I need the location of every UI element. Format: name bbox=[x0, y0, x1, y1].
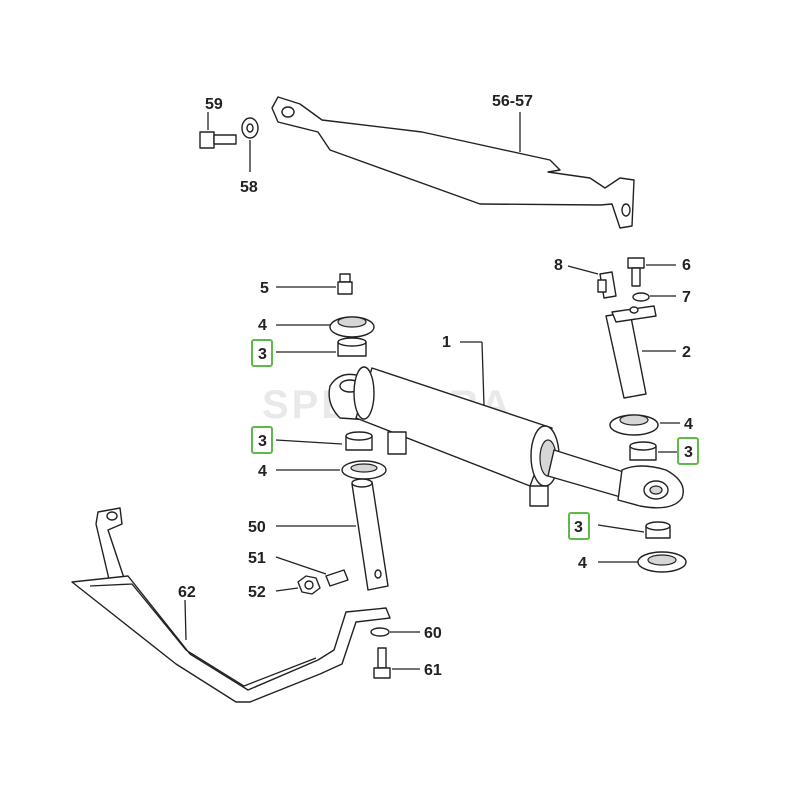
callout-4-left-lower: 4 bbox=[258, 463, 267, 480]
bushing-4-right-upper-drawing bbox=[609, 414, 659, 436]
pin-50-drawing bbox=[351, 478, 389, 591]
callout-3-right-lower: 3 bbox=[574, 519, 583, 536]
callout-5: 5 bbox=[260, 280, 269, 297]
callout-58: 58 bbox=[240, 179, 258, 196]
callout-1: 1 bbox=[442, 334, 451, 351]
bolt-61-drawing bbox=[373, 647, 391, 679]
bushing-4-top-left-drawing bbox=[329, 316, 375, 338]
nipple-51-drawing bbox=[325, 569, 349, 587]
washer-7-drawing bbox=[632, 292, 650, 302]
highlight-3-left-lower bbox=[251, 426, 273, 454]
bracket-56-57-drawing bbox=[271, 96, 635, 229]
washer-58-drawing bbox=[241, 117, 259, 139]
callout-50: 50 bbox=[248, 519, 266, 536]
callout-6: 6 bbox=[682, 257, 691, 274]
callout-8: 8 bbox=[554, 257, 563, 274]
sleeve-3-top-left-drawing bbox=[337, 337, 367, 357]
sleeve-3-left-lower-drawing bbox=[345, 431, 373, 451]
nut-52-drawing bbox=[297, 575, 321, 595]
callout-61: 61 bbox=[424, 662, 442, 679]
nipple-5-drawing bbox=[337, 273, 353, 295]
callout-51: 51 bbox=[248, 550, 266, 567]
highlight-3-right-lower bbox=[568, 512, 590, 540]
bolt-59-drawing bbox=[199, 131, 237, 149]
sleeve-3-right-upper-drawing bbox=[629, 441, 657, 461]
callout-2: 2 bbox=[682, 344, 691, 361]
highlight-3-right-upper bbox=[677, 437, 699, 465]
callout-62: 62 bbox=[178, 584, 196, 601]
bushing-4-left-lower-drawing bbox=[341, 460, 387, 480]
callout-7: 7 bbox=[682, 289, 691, 306]
bracket-62-drawing bbox=[71, 507, 391, 703]
callout-52: 52 bbox=[248, 584, 266, 601]
callout-59: 59 bbox=[205, 96, 223, 113]
callout-3-top-left: 3 bbox=[258, 346, 267, 363]
callout-4-right-upper: 4 bbox=[684, 416, 693, 433]
callout-56-57: 56-57 bbox=[492, 93, 533, 110]
pin-2-drawing bbox=[605, 305, 657, 399]
highlight-3-top-left bbox=[251, 339, 273, 367]
callout-3-right-upper: 3 bbox=[684, 444, 693, 461]
sleeve-3-right-lower-drawing bbox=[645, 521, 671, 539]
fitting-8-drawing bbox=[597, 271, 617, 299]
washer-60-drawing bbox=[370, 627, 390, 637]
cylinder-1-drawing bbox=[328, 366, 684, 509]
bolt-6-drawing bbox=[627, 257, 645, 287]
callout-3-left-lower: 3 bbox=[258, 433, 267, 450]
callout-4-right-lower: 4 bbox=[578, 555, 587, 572]
bushing-4-right-lower-drawing bbox=[637, 551, 687, 573]
callout-60: 60 bbox=[424, 625, 442, 642]
callout-4-top-left: 4 bbox=[258, 317, 267, 334]
